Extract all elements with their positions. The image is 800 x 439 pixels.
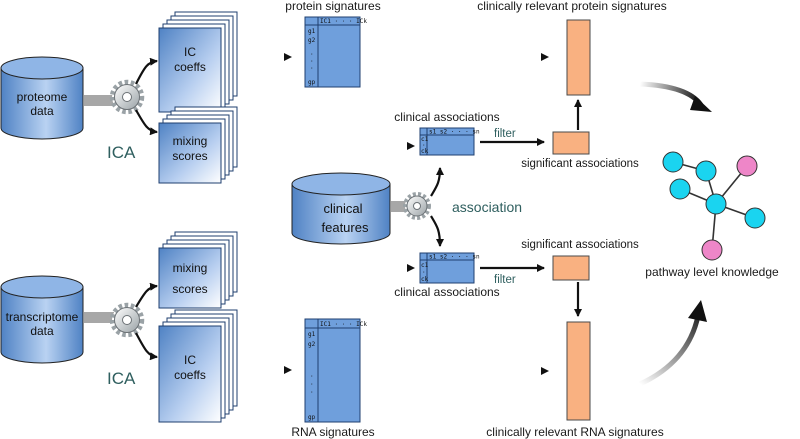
significant-associations-box-top	[552, 131, 590, 155]
curve-arrow-bottom-head	[688, 300, 707, 322]
pathway-network	[662, 151, 766, 261]
ica-label-top: ICA	[107, 143, 136, 162]
gear-icon	[403, 192, 431, 220]
table-row-label: g1	[308, 28, 316, 35]
table-row-label: ·	[310, 381, 314, 388]
pathway-knowledge-label: pathway level knowledge	[645, 265, 779, 279]
network-node	[736, 155, 758, 177]
clinical-features-cylinder: clinical features	[291, 172, 391, 245]
relevant-protein-signatures-box	[566, 19, 591, 96]
table-row-label: ·	[310, 51, 314, 58]
table-row-label: gp	[308, 79, 316, 86]
network-node	[695, 160, 717, 182]
rna-signatures-label: RNA signatures	[291, 425, 374, 439]
clinical-associations-label-top: clinical associations	[394, 110, 499, 124]
proteome-connector	[84, 95, 114, 106]
table-row-label: ·	[310, 373, 314, 380]
transcriptome-connector	[84, 312, 114, 323]
table-header: s1 s2 · · · sn	[429, 254, 480, 261]
curve-arrow-top-head	[690, 96, 712, 112]
transcriptome-label-2: data	[30, 324, 54, 338]
table-row-label: gp	[308, 414, 316, 421]
table-row-label: ·	[422, 269, 426, 276]
mixing-scores-stack-bottom: mixing scores	[158, 231, 238, 309]
ica-arrow-to-ic-bottom	[135, 332, 158, 361]
clinical-associations-table-bottom: s1 s2 · · · sn c1 · ck	[419, 252, 480, 284]
protein-signatures-label: protein signatures	[285, 0, 380, 13]
protein-signatures-table: IC1 · · · ICk g1 g2 · · · gp	[304, 16, 367, 88]
proteome-label-2: data	[30, 104, 54, 118]
gear-icon	[109, 302, 145, 338]
transcriptome-data-cylinder: transcriptome data	[0, 275, 84, 364]
ica-arrow-to-mixing-bottom	[135, 282, 158, 308]
filter-label-top: filter	[494, 128, 516, 140]
network-node	[662, 151, 684, 173]
network-node	[705, 193, 727, 215]
relevant-rna-label: clinically relevant RNA signatures	[486, 425, 663, 439]
rna-signatures-table: IC1 · · · ICk g1 g2 · · · gp	[304, 318, 367, 423]
gear-icon	[109, 79, 145, 115]
table-row-label: ck	[421, 276, 429, 283]
table-row-label: c1	[421, 136, 429, 143]
table-row-label: ·	[310, 65, 314, 72]
significant-associations-label-bottom: significant associations	[521, 239, 639, 251]
relevant-protein-label: clinically relevant protein signatures	[477, 0, 666, 13]
table-row-label: g2	[308, 341, 316, 348]
table-row-label: c1	[421, 262, 429, 269]
ic-coeffs-label: IC	[184, 45, 196, 59]
table-row-label: ck	[421, 148, 429, 155]
clinical-label: clinical	[323, 201, 362, 216]
association-arrow-up	[430, 167, 444, 197]
table-row-label: ·	[310, 58, 314, 65]
mixing-scores-label: mixing	[173, 134, 208, 148]
mixing-scores-label-2: scores	[172, 282, 207, 296]
table-row-label: ·	[310, 389, 314, 396]
mixing-scores-label-2: scores	[172, 149, 207, 163]
ica-arrow-to-mixing-top	[135, 109, 158, 136]
clinical-associations-table-top: s1 s2 · · · sn c1 · ck	[419, 127, 480, 156]
relevant-rna-signatures-box	[566, 321, 591, 421]
ic-coeffs-label: IC	[184, 353, 196, 367]
table-row-label: g2	[308, 37, 316, 44]
table-header: IC1 · · · ICk	[320, 18, 367, 25]
ic-coeffs-stack-bottom: IC coeffs	[158, 309, 238, 423]
clinical-associations-label-bottom: clinical associations	[394, 285, 499, 299]
ic-coeffs-label-2: coeffs	[174, 60, 206, 74]
proteome-data-cylinder: proteome data	[0, 56, 84, 140]
table-row-label: g1	[308, 331, 316, 338]
network-node	[701, 239, 723, 261]
table-header: s1 s2 · · · sn	[429, 129, 480, 136]
ic-coeffs-label-2: coeffs	[174, 368, 206, 382]
table-header: IC1 · · · ICk	[320, 321, 367, 328]
ic-coeffs-stack-top: IC coeffs	[158, 11, 238, 113]
curve-arrow-bottom	[638, 315, 701, 387]
association-arrow-down	[430, 215, 444, 247]
network-node	[669, 178, 691, 200]
clinical-connector	[391, 201, 409, 212]
ica-label-bottom: ICA	[107, 369, 136, 388]
filter-label-bottom: filter	[494, 274, 516, 286]
mixing-scores-stack-top: mixing scores	[158, 106, 238, 184]
mixing-scores-label: mixing	[173, 261, 208, 275]
association-label: association	[452, 199, 522, 215]
network-node	[744, 207, 766, 229]
significant-associations-label-top: significant associations	[521, 158, 639, 170]
table-row-label: ·	[422, 142, 426, 149]
transcriptome-label: transcriptome	[6, 310, 79, 324]
proteome-label: proteome	[17, 90, 68, 104]
curve-arrow-top	[639, 81, 704, 107]
significant-associations-box-bottom	[552, 255, 590, 281]
ica-arrow-to-ic-top	[135, 57, 158, 85]
clinical-label-2: features	[322, 220, 369, 235]
